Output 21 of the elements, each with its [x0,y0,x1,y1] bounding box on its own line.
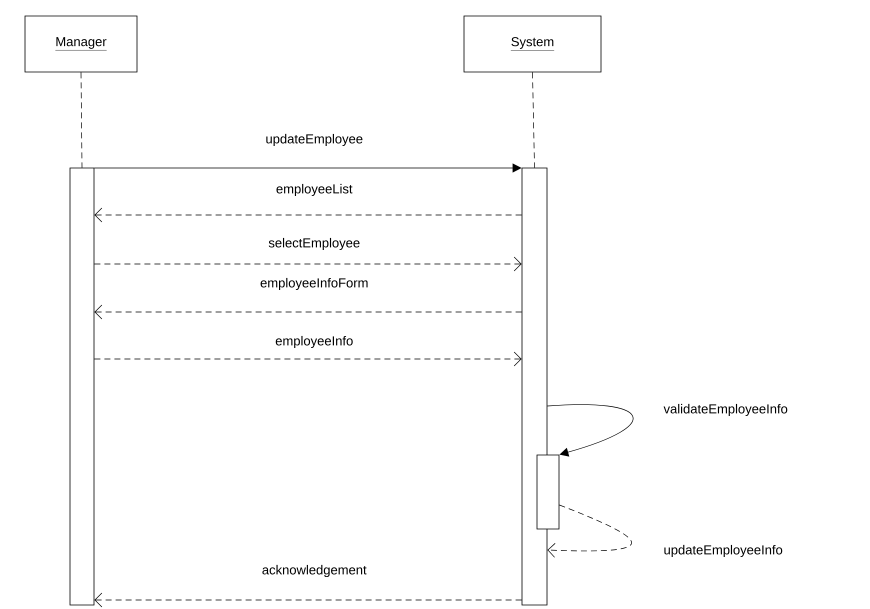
message-arrow [94,208,522,222]
message-arrow [94,256,522,272]
lifeline [532,72,535,168]
message-label: employeeInfo [276,336,353,348]
message-arrow [94,352,522,366]
message-label: selectEmployee [268,238,360,250]
message-arrow [94,304,522,320]
activation-bar [536,454,560,530]
message-label: employeeInfoForm [260,278,368,290]
message-arrow [94,592,522,608]
message-label: validateEmployeeInfo [664,404,788,416]
message-label: acknowledgement [262,564,367,578]
message-label: updateEmployee [266,134,362,146]
message-label: updateEmployeeInfo [664,544,782,558]
self-message-arrow [547,404,634,457]
lifeline [80,72,82,168]
lifeline-head-box: Manager [24,16,138,72]
activation-bar [70,168,94,606]
message-label: employeeList [276,184,352,196]
self-message-arrow [547,504,632,558]
lifeline-head-box: System [464,16,602,72]
